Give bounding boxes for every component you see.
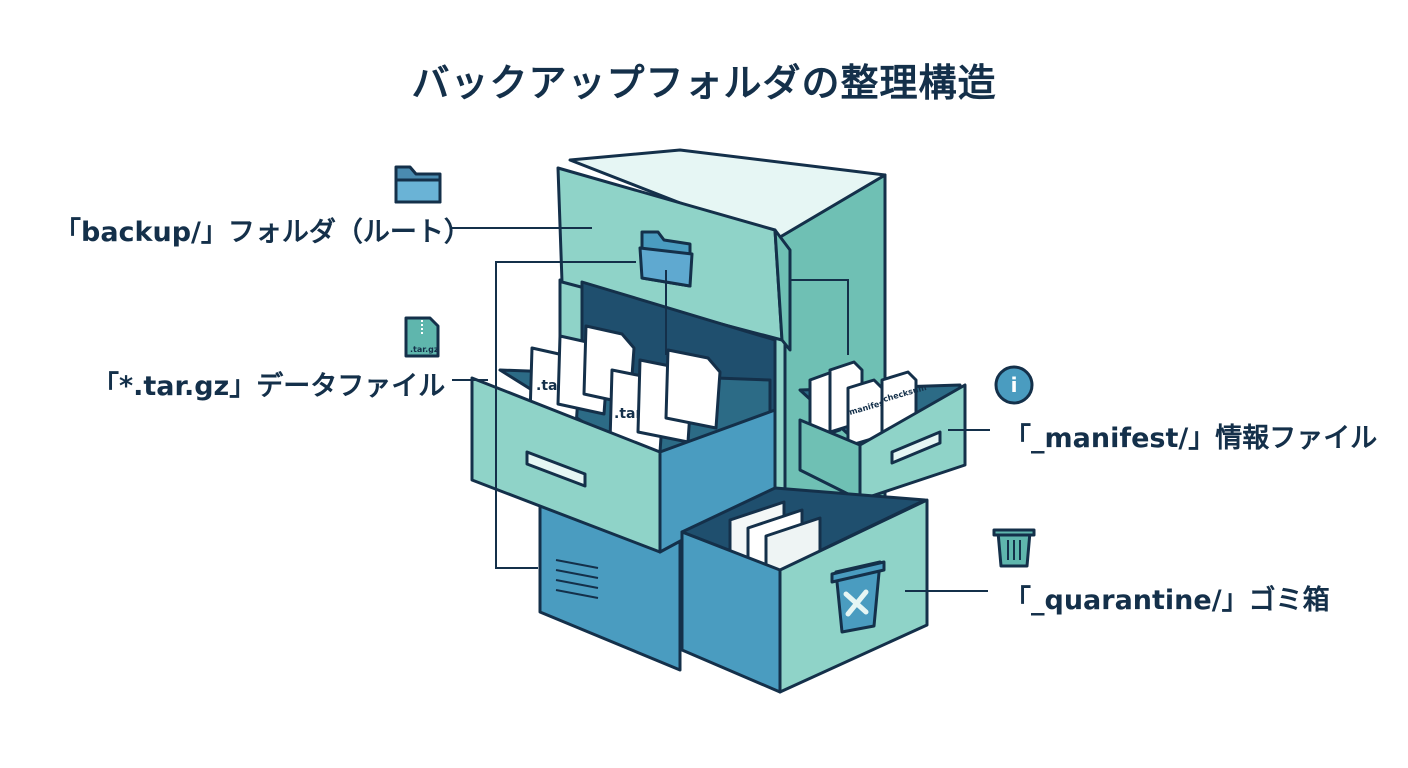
zip-file-icon: .tar.gz [404,316,440,358]
page-title: バックアップフォルダの整理構造 [411,61,997,105]
targz-files: .tar.gz .tar.gz [528,324,722,454]
drawer-trash-icon [830,560,886,634]
vent-slots [555,559,599,599]
manifest-top-connector [790,279,849,355]
manifest-drawer-handle [890,430,942,465]
backup-folder-label: 「backup/」フォルダ（ルート） [54,217,471,248]
targz-drawer-handle [525,450,587,488]
targz-file [664,348,722,430]
top-drawer-rim [773,228,792,352]
bracket-connector [495,261,636,569]
trash-icon [992,528,1036,568]
manifest-info-file-label: 「_manifest/」情報ファイル [1004,423,1378,454]
manifest-file: manifest [846,378,889,448]
connector-lines [452,227,990,592]
drawer-folder-icon [638,230,694,288]
folder-icon [394,165,442,204]
quarantine-trash-label: 「_quarantine/」ゴミ箱 [1004,585,1330,616]
info-icon-glyph: i [1011,373,1018,397]
info-icon: i [994,365,1034,405]
zip-file-icon-label: .tar.gz [410,345,439,354]
targz-data-file-label: 「*.tar.gz」データファイル [92,371,446,402]
